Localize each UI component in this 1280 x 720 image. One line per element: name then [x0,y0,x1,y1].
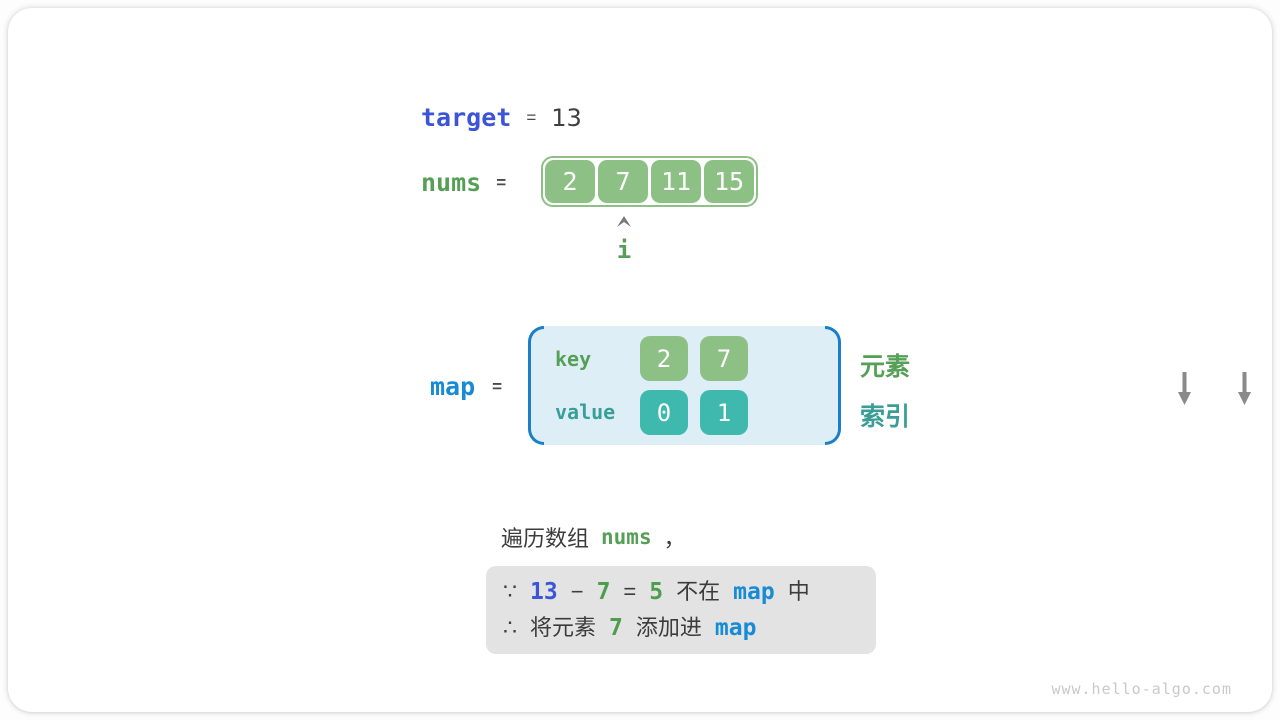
note-line-because: ∵ 13−7 = 5 不在 map 中 [503,577,862,607]
map-row-label: map = [430,372,502,401]
note-segment: 7 [609,615,623,641]
array-cell: 2 [545,160,595,203]
note-segment: 5 [649,579,664,605]
note-line-therefore: ∴ 将元素 7 添加进 map [503,613,862,643]
caption-prefix: 遍历数组 [501,526,590,551]
note-segment: 将元素 [530,615,597,640]
note-segment: 13 [530,579,558,605]
note-segment: = [623,579,637,604]
key-to-value-arrow-icon [1178,372,1191,405]
note-segment: ∵ [503,579,517,604]
array-cell: 7 [598,160,648,203]
map-value-cell: 1 [700,390,748,435]
target-value: 13 [551,103,582,132]
element-side-label: 元素 [860,353,911,381]
note-segment: 添加进 [635,615,702,640]
note-segment: − [570,579,584,604]
map-variable-label: map [430,372,476,401]
caption: 遍历数组 nums ， [501,521,686,553]
watermark: www.hello-algo.com [1051,680,1232,698]
equals-sign: = [526,107,537,127]
nums-variable-label: nums [421,168,482,197]
nums-row-label: nums = [421,168,506,197]
index-pointer-arrow-icon [617,216,631,227]
equals-sign: = [496,172,507,192]
key-to-value-arrow-icon [1238,372,1251,405]
target-row: target = 13 [421,103,582,132]
array-cell: 15 [704,160,754,203]
array-cell: 11 [651,160,701,203]
map-right-bracket [825,326,841,445]
note-segment: 不在 [676,579,721,604]
map-key-cell: 2 [640,336,688,381]
note-segment: 中 [787,579,810,604]
value-label: value [555,400,616,424]
index-side-label: 索引 [860,403,911,431]
note-segment: 7 [596,579,611,605]
caption-nums-code: nums [601,525,652,549]
map-value-cell: 0 [640,390,688,435]
equals-sign: = [492,376,503,396]
map-left-bracket [528,326,544,445]
target-variable-label: target [421,103,512,132]
note-segment: ∴ [503,615,517,640]
key-label: key [555,347,592,371]
note-segment: map [733,579,775,605]
caption-comma: ， [663,526,686,551]
note-segment: map [714,615,757,641]
index-pointer-label: i [616,236,632,264]
map-key-cell: 7 [700,336,748,381]
